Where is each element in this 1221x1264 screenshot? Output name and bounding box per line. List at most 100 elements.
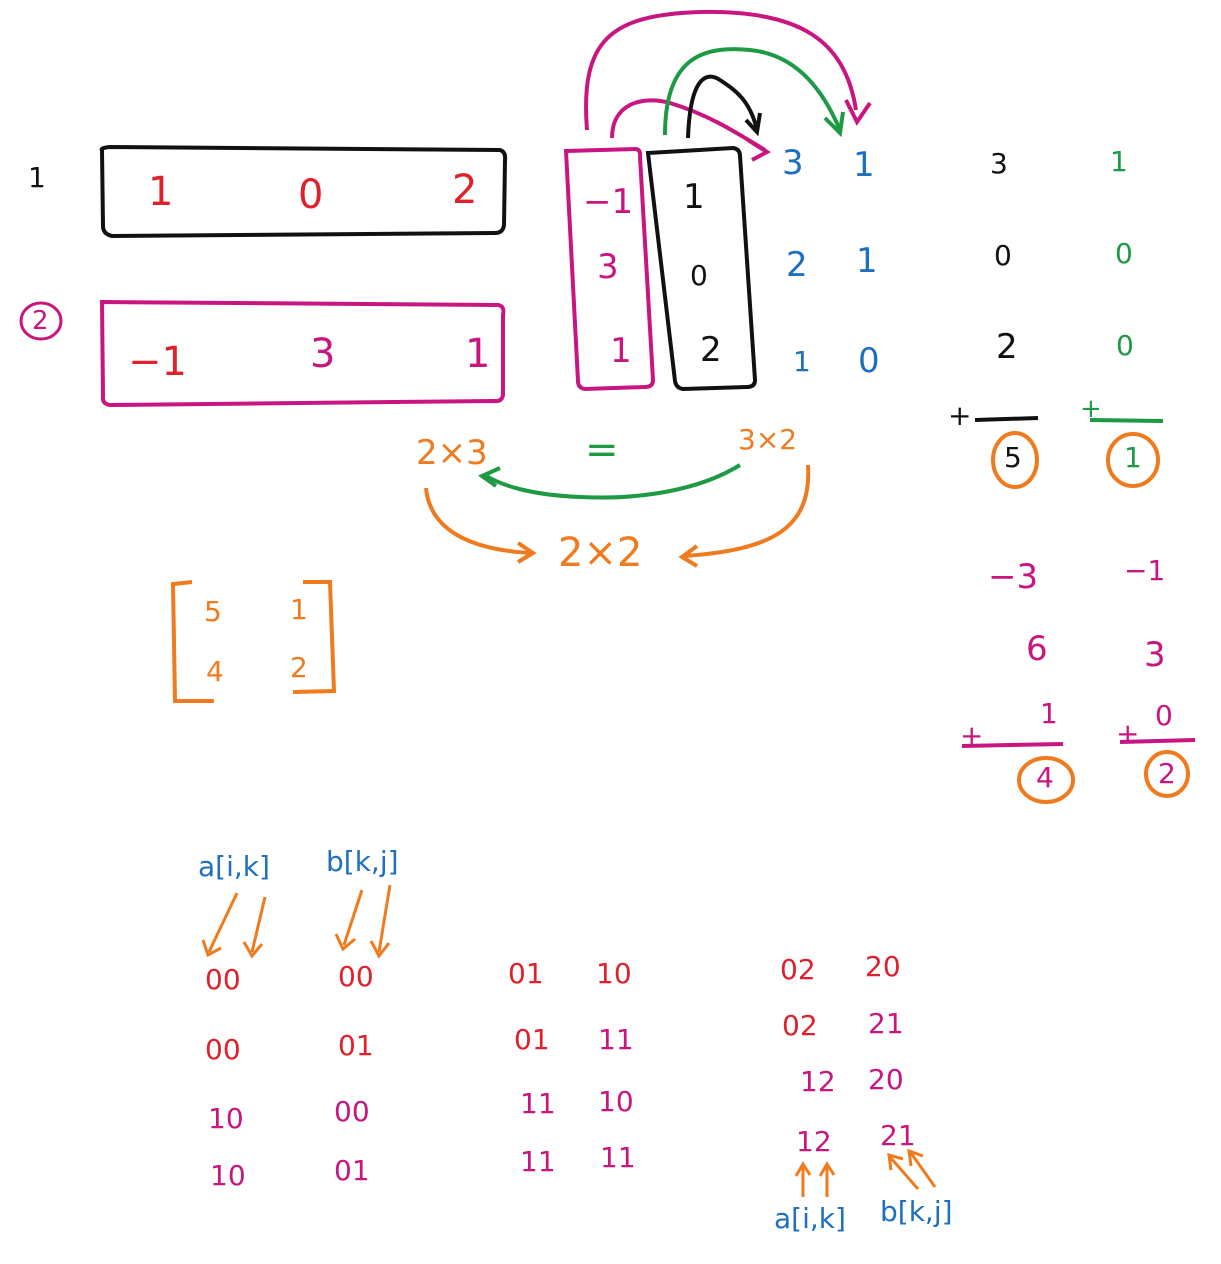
b-blue-cell2: 2 (786, 245, 808, 285)
row1-label: 1 (28, 161, 46, 194)
orange-arrow-right (683, 464, 811, 558)
arc-green (663, 47, 842, 136)
row2-label: 2 (32, 306, 49, 336)
prod-bot-left-3: 1 (1040, 697, 1058, 730)
prod-bot-left-1: −3 (988, 557, 1039, 597)
prod-top-plus-right: + (1080, 394, 1102, 424)
prod-bot-right-2: 3 (1144, 635, 1166, 675)
result-r2-c2: 2 (290, 651, 308, 684)
prod-top-black-2: 0 (994, 239, 1012, 272)
prod-bot-sum-left: 4 (1036, 761, 1054, 794)
prod-top-green-1: 1 (1110, 145, 1128, 178)
index-label-a-bottom: a[i,k] (774, 1202, 846, 1235)
a-row2-cell3: 1 (465, 331, 491, 377)
prod-top-black-3: 2 (996, 327, 1018, 367)
sum-line-top-left (974, 416, 1039, 422)
index-arrow-up1 (794, 1161, 812, 1197)
prod-top-sum-right: 1 (1124, 441, 1142, 474)
a-row1-cell3: 2 (452, 167, 478, 213)
green-dim-arrow-head (477, 466, 501, 488)
a-row1-cell2: 0 (298, 172, 324, 218)
prod-top-green-2: 0 (1115, 237, 1133, 270)
dim-result: 2×2 (558, 530, 643, 576)
g1-r2-b: 01 (338, 1029, 374, 1062)
prod-top-black-1: 3 (990, 147, 1008, 180)
index-arrow-up3 (887, 1152, 920, 1190)
prod-top-plus-left: + (948, 399, 972, 432)
g1-r1-b: 00 (338, 960, 374, 993)
result-r1-c1: 5 (204, 595, 222, 628)
index-arrow-b2 (369, 884, 392, 959)
index-label-b-top: b[k,j] (326, 845, 399, 878)
g2-r1-b: 10 (596, 957, 632, 990)
row2-box (99, 299, 506, 408)
arc-black-head (744, 112, 762, 137)
b-blue2-cell3: 0 (858, 341, 880, 381)
row1-box (99, 144, 508, 239)
arc-magenta-big-head (844, 99, 872, 126)
a-row2-cell1: −1 (128, 339, 187, 385)
col-mag-box (563, 146, 656, 392)
arc-green-head (823, 111, 845, 138)
g1-r2-a: 00 (205, 1033, 241, 1066)
g3-r4-b: 21 (880, 1119, 916, 1152)
index-arrow-b1 (334, 889, 364, 952)
sum-circle-4 (1017, 756, 1075, 804)
b-mag-cell3: 1 (610, 331, 632, 371)
sum-circle-5 (991, 431, 1039, 489)
col-blk-box (645, 145, 758, 392)
orange-arrow-left (424, 487, 533, 555)
prod-bot-right-3: 0 (1155, 699, 1173, 732)
b-blue2-cell1: 1 (853, 145, 875, 185)
b-blue-cell1: 3 (782, 143, 804, 183)
g1-r3-b: 00 (334, 1095, 370, 1128)
prod-top-sum-left: 5 (1004, 441, 1022, 474)
sum-line-top-right (1089, 418, 1164, 423)
b-blue2-cell2: 1 (856, 241, 878, 281)
g2-r3-a: 11 (520, 1087, 556, 1120)
sum-line-bottom-right (1119, 738, 1196, 744)
g1-r1-a: 00 (205, 963, 241, 996)
arc-magenta-big (584, 9, 858, 131)
dim-left: 2×3 (416, 433, 488, 473)
arc-magenta-small-head (746, 138, 771, 162)
sum-circle-2 (1144, 750, 1190, 798)
g2-r1-a: 01 (508, 957, 544, 990)
prod-bot-right-1: −1 (1124, 554, 1166, 587)
result-r2-c1: 4 (206, 655, 224, 688)
b-blk-cell3: 2 (700, 330, 722, 370)
index-label-a-top: a[i,k] (198, 850, 270, 883)
index-arrow-up4 (907, 1148, 937, 1188)
a-row1-cell1: 1 (148, 169, 174, 215)
index-arrow-a2 (242, 896, 267, 959)
g3-r3-b: 20 (868, 1063, 904, 1096)
orange-arrow-left-head (516, 541, 537, 564)
g3-r1-b: 20 (865, 950, 901, 983)
g2-r3-b: 10 (598, 1085, 634, 1118)
index-label-b-bottom: b[k,j] (880, 1195, 953, 1228)
b-blue-cell3: 1 (793, 345, 811, 378)
prod-bot-sum-right: 2 (1158, 757, 1176, 790)
b-mag-cell2: 3 (597, 247, 619, 287)
g2-r4-a: 11 (520, 1145, 556, 1178)
g3-r2-b: 21 (868, 1007, 904, 1040)
g1-r4-a: 10 (210, 1159, 246, 1192)
g2-r4-b: 11 (600, 1141, 636, 1174)
arc-black (686, 74, 759, 139)
b-blk-cell1: 1 (683, 177, 705, 217)
g3-r4-a: 12 (796, 1125, 832, 1158)
index-arrow-a1 (201, 892, 239, 958)
prod-bot-left-2: 6 (1026, 629, 1048, 669)
g1-r3-a: 10 (208, 1102, 244, 1135)
green-dim-arrow (483, 463, 742, 500)
result-bracket-right (292, 580, 337, 694)
sum-line-bottom-left (961, 742, 1064, 748)
row2-label-circle (19, 301, 63, 341)
sum-circle-1 (1106, 432, 1160, 488)
g2-r2-b: 11 (598, 1023, 634, 1056)
prod-bot-plus-left: + (960, 719, 984, 752)
dim-right: 3×2 (738, 423, 798, 456)
dim-equals: = (585, 427, 619, 473)
b-mag-cell1: −1 (583, 182, 634, 222)
